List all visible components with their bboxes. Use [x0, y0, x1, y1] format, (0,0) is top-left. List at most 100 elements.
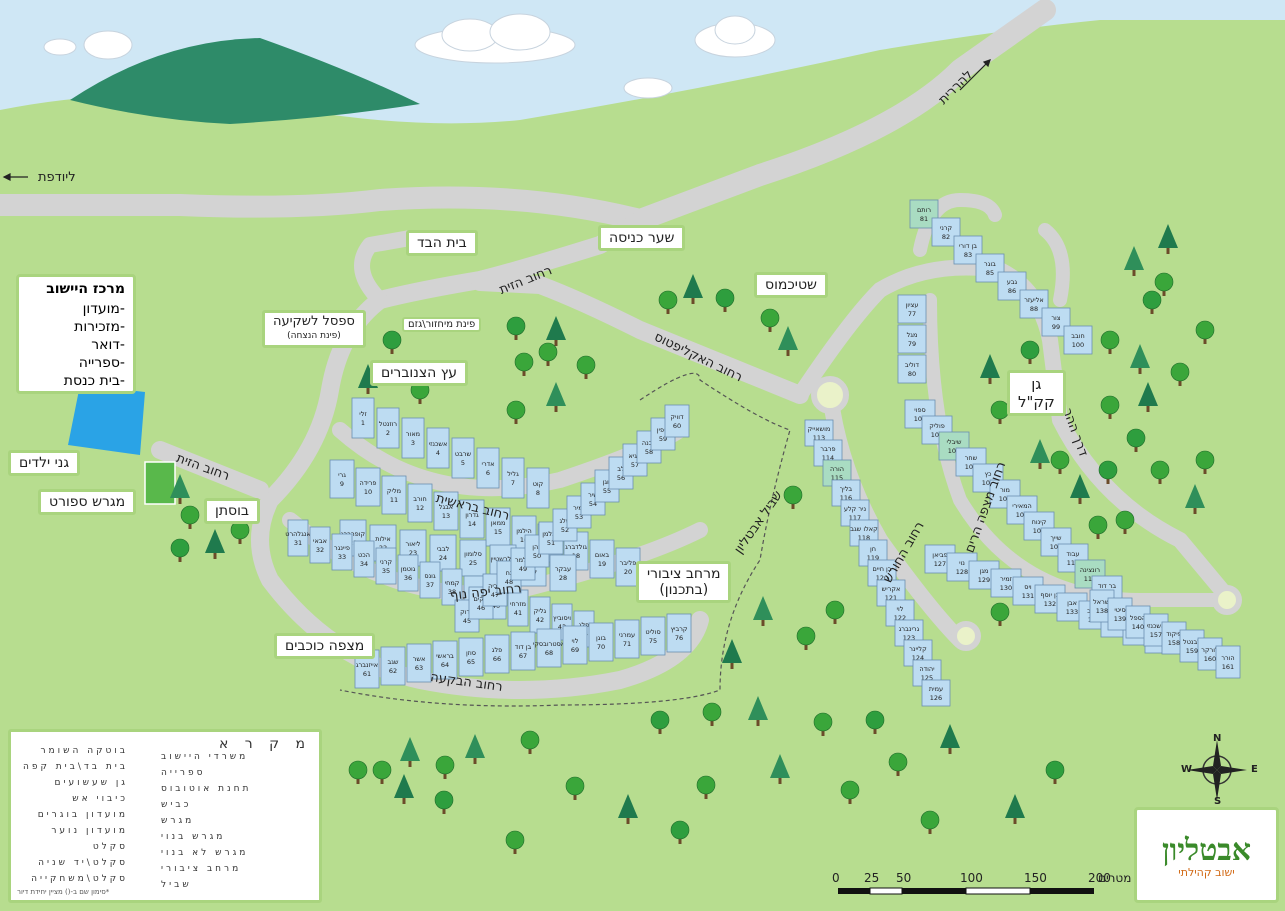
lot-number: 122 — [894, 614, 906, 622]
lot-owner: לבבי — [437, 545, 450, 553]
lot-owner: בן דורי — [959, 242, 977, 250]
lot-owner: דוויק — [670, 413, 684, 421]
lot-owner: עמרני — [619, 631, 635, 639]
lot-number: 57 — [631, 461, 639, 469]
sports-field-label[interactable]: מגרש ספורט — [38, 489, 137, 515]
lot-number: 51 — [547, 539, 555, 547]
pine-tree-label[interactable]: עץ הצנוברים — [370, 360, 469, 386]
lot-number: 56 — [617, 474, 625, 482]
tree-icon — [1115, 510, 1135, 534]
tree-icon — [1098, 460, 1118, 484]
legend-item: מגרש — [161, 816, 195, 826]
lot-number: 1 — [361, 419, 365, 427]
lot-number: 16 — [520, 536, 528, 544]
lot-number: 53 — [575, 513, 583, 521]
public-space-label[interactable]: מרחב ציבורי (בתכנון) — [636, 561, 732, 603]
bustan-label[interactable]: בוסתן — [204, 498, 261, 524]
lot-owner: זמיר — [573, 504, 585, 512]
lot-owner: פיקוד — [1166, 630, 1181, 638]
kindergartens-label[interactable]: גני ילדים — [8, 450, 81, 476]
lot-owner: גונס — [424, 572, 436, 580]
lot-owner: קליינר — [909, 645, 927, 653]
tree-icon — [546, 382, 566, 412]
tree-icon — [702, 702, 722, 726]
lot-number: 10 — [364, 488, 372, 496]
lot-owner: אשר — [413, 655, 426, 663]
tree-icon — [230, 520, 250, 544]
lot-number: 65 — [467, 658, 475, 666]
playground-label[interactable]: גן קק"ל — [1007, 370, 1066, 416]
lot-owner: הורה — [830, 465, 844, 473]
lot-number: 11 — [390, 496, 398, 504]
star-view-label[interactable]: מצפה כוכבים — [274, 633, 376, 659]
shtikmus-label[interactable]: שטיכמוס — [754, 272, 828, 298]
lot-owner: מליק — [387, 487, 401, 495]
recycling-label[interactable]: פינת מיחזור\גזם — [402, 317, 482, 332]
tree-icon — [434, 790, 454, 814]
lot-number: 120 — [876, 574, 888, 582]
sitting-bench-label[interactable]: ספסל לשקיעה (פינת הנצחה) — [262, 310, 366, 348]
bet-habad-label[interactable]: בית הבד — [406, 230, 478, 256]
center-item: -דואר — [91, 337, 125, 353]
lot-number: 47 — [491, 591, 499, 599]
lot-owner: הילמן — [516, 527, 532, 535]
lot-number: 79 — [908, 340, 916, 348]
legend-item: ספרייה — [161, 768, 206, 778]
lot-owner: קרני — [380, 558, 393, 566]
lot-number: 104 — [965, 463, 977, 471]
gate-label[interactable]: שער כניסה — [598, 225, 686, 251]
lot-number: 68 — [545, 649, 553, 657]
lot-number: 5 — [461, 459, 465, 467]
